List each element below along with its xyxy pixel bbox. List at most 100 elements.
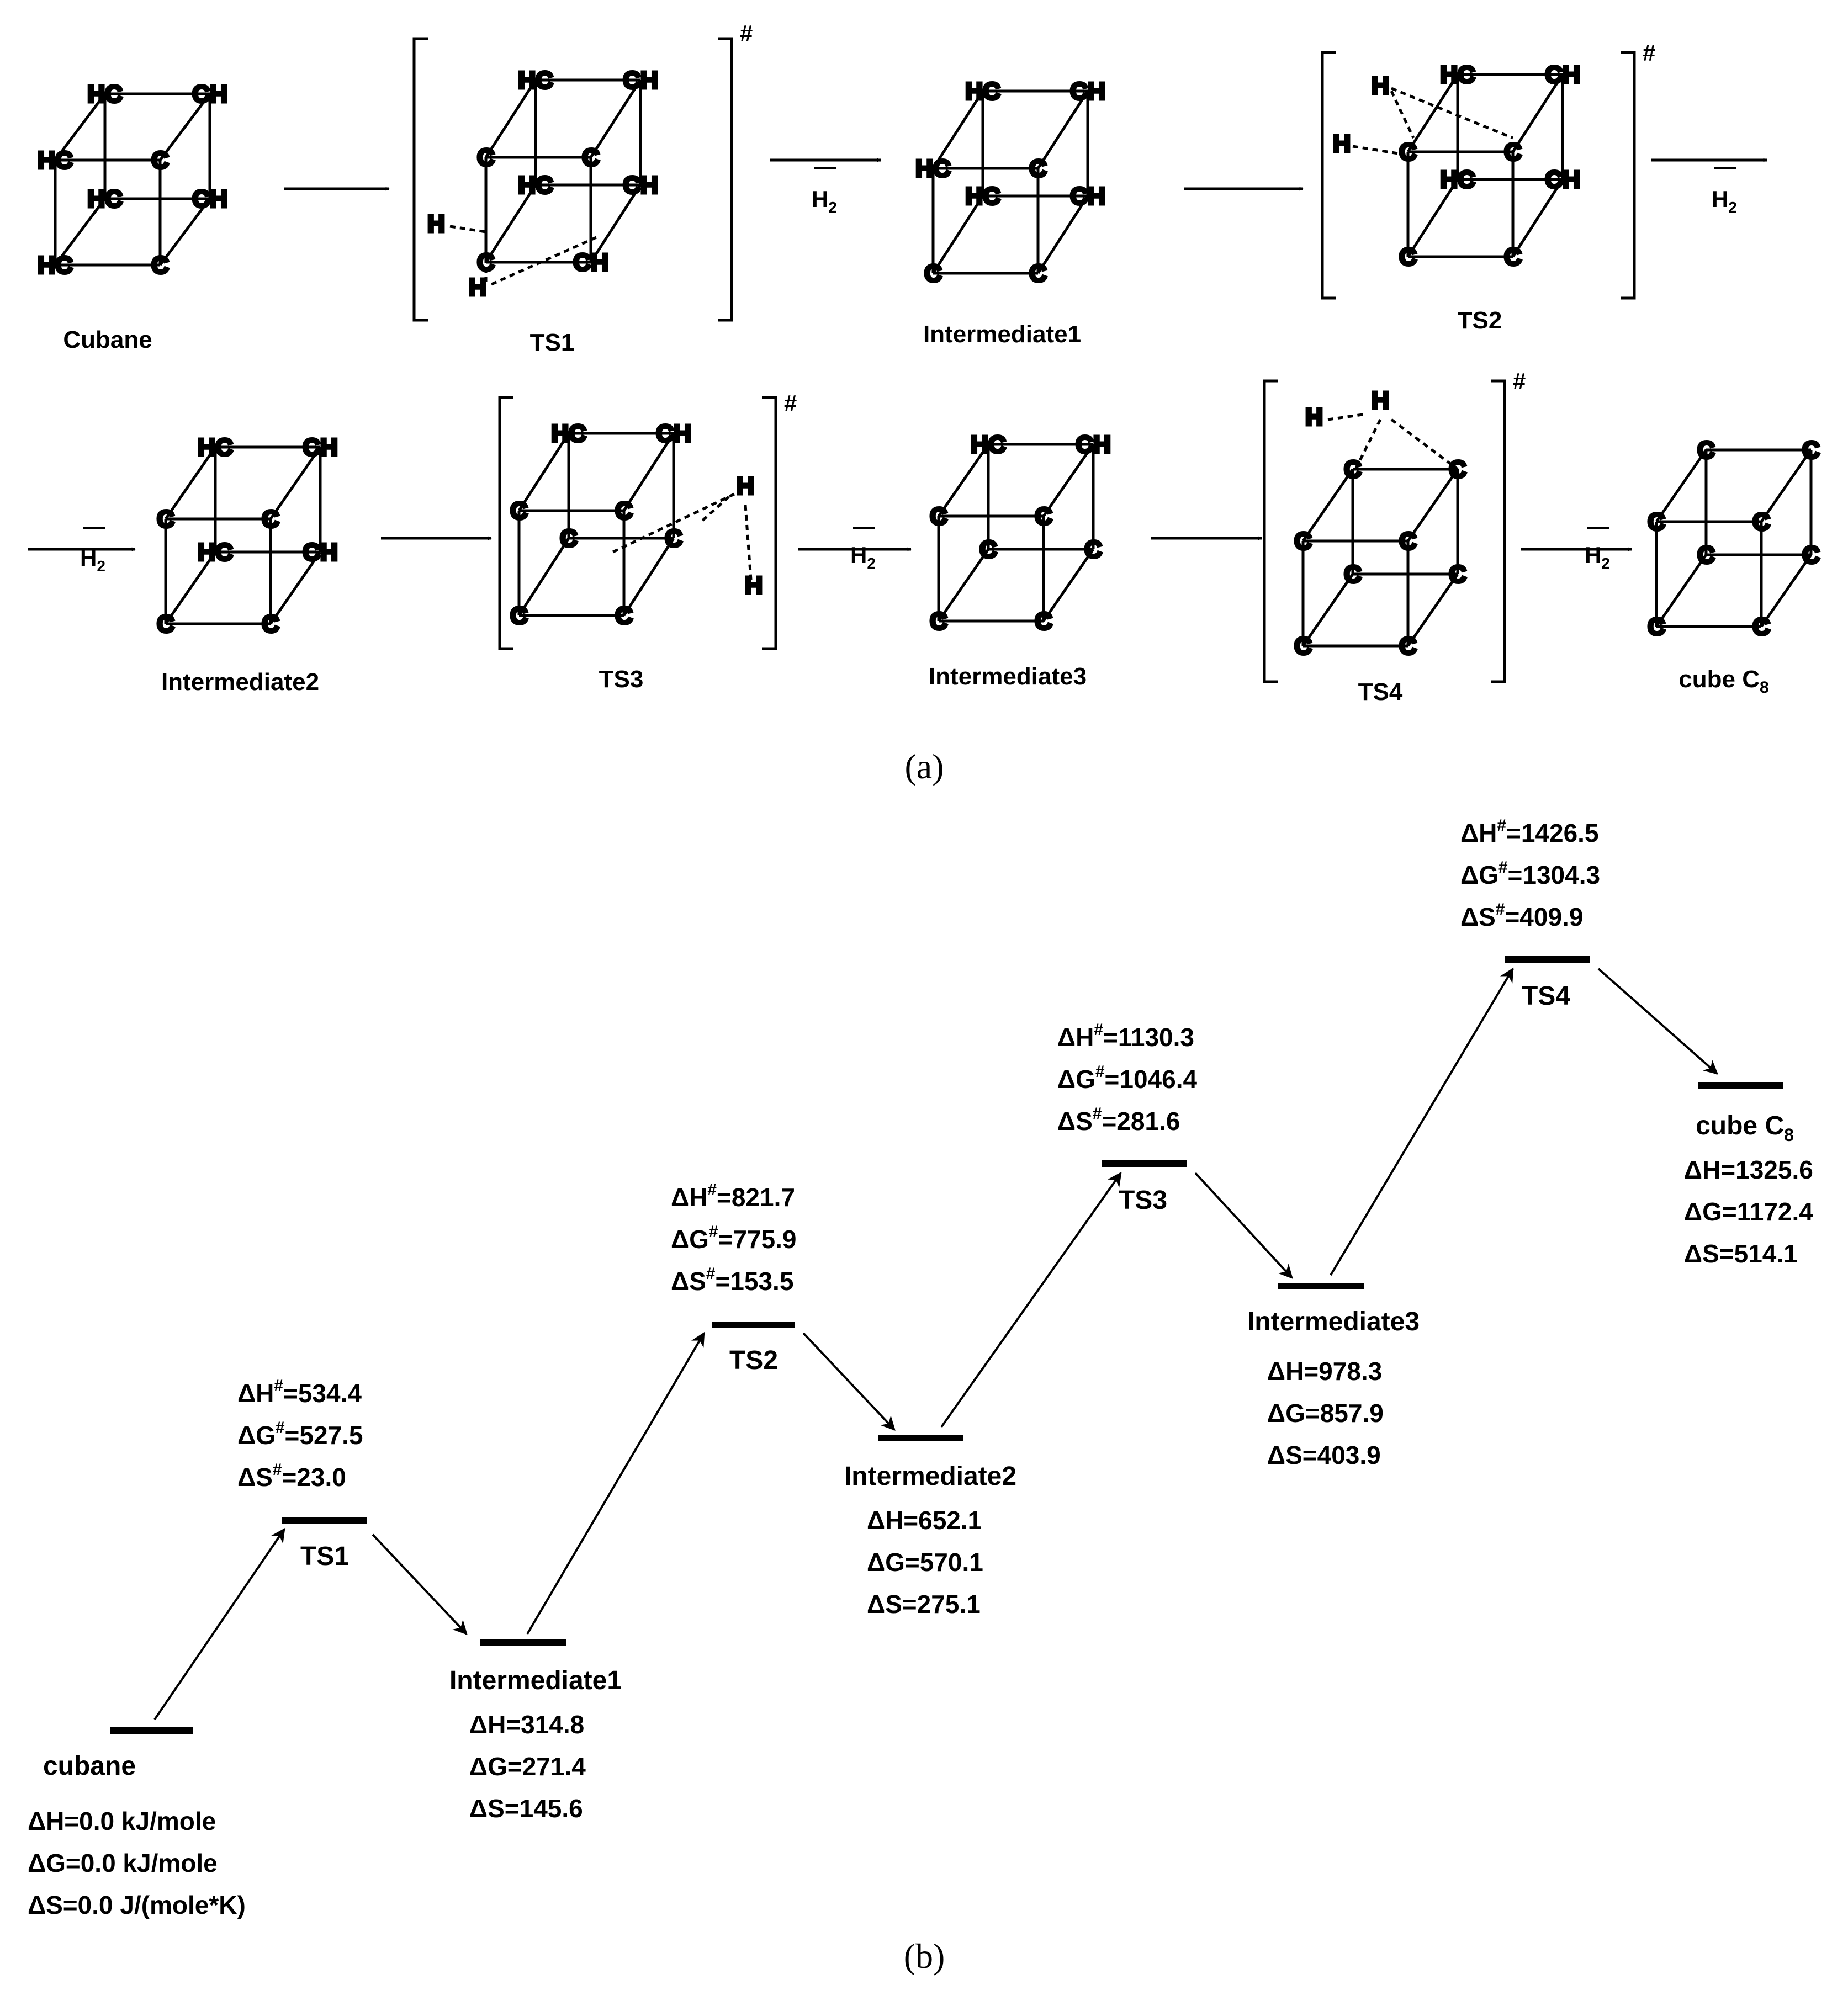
- transition-arrow: [802, 1332, 896, 1431]
- atom-label: HC: [518, 172, 553, 199]
- atom-label: CH: [192, 185, 227, 213]
- label-ts4: TS4: [1358, 678, 1403, 705]
- atom-label: C: [1648, 613, 1665, 640]
- thermo-value: ΔH=0.0 kJ/mole: [28, 1807, 216, 1835]
- atom-label: C: [1035, 608, 1052, 635]
- ts2-partial-bonds: [1352, 87, 1513, 156]
- bond: [1760, 554, 1813, 628]
- h2-label-step8: H2: [1585, 527, 1610, 572]
- label-ts1: TS1: [530, 329, 575, 356]
- atom-label: C: [1449, 561, 1466, 588]
- bond: [269, 551, 322, 625]
- thermo-value: ΔG=1172.4: [1684, 1197, 1813, 1226]
- species-label: cube C8: [1696, 1111, 1794, 1145]
- atom-label: C: [1029, 260, 1047, 287]
- atom-label: C: [1697, 542, 1715, 569]
- ts2-marker: #: [1643, 40, 1655, 66]
- structure: [1301, 468, 1459, 648]
- h2-labels: H2 H2 H2 H2 H2: [80, 167, 1737, 575]
- atom-label: C: [151, 252, 169, 279]
- thermo-value: ΔG=570.1: [867, 1548, 983, 1577]
- bond: [931, 195, 984, 274]
- atom-label: C: [262, 506, 279, 533]
- thermo-value: ΔH=652.1: [867, 1506, 982, 1535]
- atom-label: CH: [573, 249, 608, 276]
- label-ts3: TS3: [599, 666, 644, 693]
- bond: [1655, 449, 1708, 523]
- atom-label: C: [1752, 613, 1770, 640]
- atom-label: HC: [1440, 61, 1475, 88]
- thermo-value: ΔG=271.4: [469, 1752, 586, 1781]
- atom-label: C: [510, 497, 528, 524]
- thermo-value: ΔS=0.0 J/(mole*K): [28, 1891, 246, 1919]
- atom-label: C: [262, 611, 279, 638]
- thermo-value: ΔG#=775.9: [671, 1223, 797, 1254]
- h2-label-step4: H2: [1712, 167, 1737, 216]
- ts-bracket-left: [412, 37, 428, 322]
- ts1-marker: #: [740, 20, 753, 46]
- atom-label: H: [1333, 130, 1351, 157]
- atom-label: C: [1504, 139, 1522, 166]
- bond: [517, 537, 570, 617]
- bond: [1511, 73, 1564, 153]
- bond: [484, 184, 537, 263]
- thermo-value: ΔG#=1304.3: [1460, 858, 1600, 889]
- bond: [622, 537, 675, 617]
- thermo-value: ΔH#=1426.5: [1460, 816, 1599, 847]
- atom-label: C: [1648, 508, 1665, 535]
- species-label: TS3: [1119, 1186, 1167, 1215]
- transition-arrow: [1330, 967, 1514, 1276]
- ts-bracket-left: [498, 396, 513, 650]
- bond: [1301, 468, 1354, 542]
- bond: [1301, 573, 1354, 647]
- atom-label: CH: [303, 539, 338, 566]
- panel-label-a: (a): [904, 747, 944, 786]
- bond: [1406, 178, 1459, 258]
- thermo-value: ΔS#=409.9: [1460, 900, 1583, 931]
- atom-label: H: [1305, 404, 1323, 431]
- atom-label: C: [1697, 437, 1715, 464]
- thermo-value: ΔG=0.0 kJ/mole: [28, 1849, 218, 1877]
- atom-label: C: [157, 611, 174, 638]
- bond: [931, 90, 984, 169]
- h2-label-step2: H2: [812, 167, 837, 216]
- bond: [937, 443, 990, 517]
- atom-label: C: [1344, 561, 1362, 588]
- atom-label: C: [1399, 633, 1417, 660]
- atom-label: CH: [303, 434, 338, 461]
- atom-label: C: [560, 525, 578, 552]
- species-label: Intermediate2: [844, 1462, 1016, 1491]
- atom-label: H: [469, 274, 486, 301]
- atom-label: CH: [656, 420, 691, 447]
- thermo-value: ΔS=275.1: [867, 1590, 981, 1618]
- svg-text:H2: H2: [80, 545, 105, 575]
- atom-label: C: [615, 602, 633, 629]
- atom-label: C: [930, 503, 947, 530]
- thermo-value: ΔH=978.3: [1267, 1357, 1382, 1386]
- species-label: TS4: [1522, 981, 1570, 1011]
- atom-label: HC: [38, 252, 73, 279]
- bond: [1406, 468, 1459, 542]
- ts4-partial-bonds: [1327, 412, 1459, 470]
- atom-label: HC: [87, 185, 123, 213]
- atom-label: C: [1029, 155, 1047, 182]
- atom-label: CH: [1070, 78, 1105, 105]
- atom-label: H: [1372, 387, 1389, 414]
- atom-label: HC: [971, 431, 1006, 458]
- svg-text:H2: H2: [850, 542, 876, 572]
- species-label: Intermediate3: [1247, 1307, 1420, 1336]
- structure: [1406, 73, 1564, 258]
- label-cubane: Cubane: [63, 326, 152, 353]
- bond: [937, 548, 990, 622]
- panel-label-b: (b): [904, 1936, 945, 1976]
- atom-label: C: [924, 260, 942, 287]
- atom-label: HC: [38, 147, 73, 174]
- transition-arrow: [372, 1533, 468, 1635]
- bond: [1655, 554, 1708, 628]
- bond: [1511, 178, 1564, 258]
- atom-label: CH: [192, 81, 227, 108]
- thermo-value: ΔS#=23.0: [237, 1461, 346, 1492]
